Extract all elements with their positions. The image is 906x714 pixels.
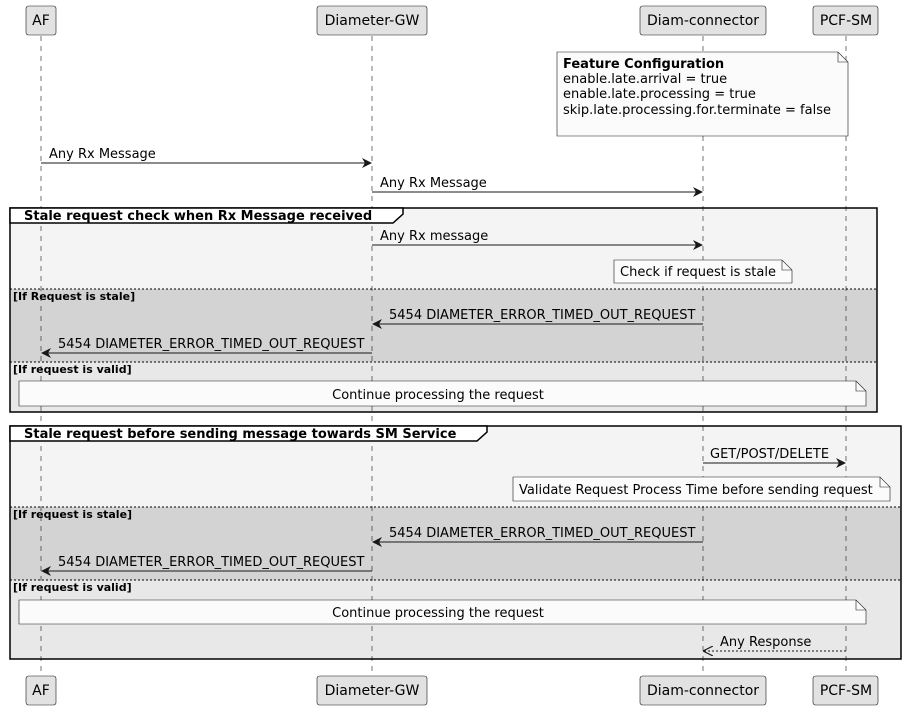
participant-diam-connector-top: Diam-connector [639, 5, 767, 36]
group-frame-1: Stale request check when Rx Message rece… [9, 207, 878, 413]
message-timeout-error-1: 5454 DIAMETER_ERROR_TIMED_OUT_REQUEST [372, 308, 703, 329]
message-timeout-error-2: 5454 DIAMETER_ERROR_TIMED_OUT_REQUEST [41, 337, 372, 358]
participant-label: PCF-SM [820, 13, 872, 29]
participant-label: Diameter-GW [325, 683, 420, 699]
note-feature-configuration: Feature Configuration enable.late.arriva… [556, 51, 849, 137]
guard-label: [If request is valid] [13, 363, 132, 376]
message-label: 5454 DIAMETER_ERROR_TIMED_OUT_REQUEST [389, 526, 695, 541]
note-validate-request: Validate Request Process Time before sen… [512, 476, 891, 502]
participant-pcf-sm-bottom: PCF-SM [812, 675, 879, 706]
participant-af-top: AF [25, 5, 57, 36]
message-timeout-error-3: 5454 DIAMETER_ERROR_TIMED_OUT_REQUEST [372, 526, 703, 547]
participant-label: Diam-connector [647, 13, 759, 29]
guard-label: [If Request is stale] [13, 290, 135, 303]
message-label: Any Rx Message [49, 147, 156, 162]
group-frame-2: Stale request before sending message tow… [9, 425, 902, 660]
participant-label: AF [32, 683, 50, 699]
participant-label: Diam-connector [647, 683, 759, 699]
note-check-stale: Check if request is stale [613, 259, 793, 284]
message-label: 5454 DIAMETER_ERROR_TIMED_OUT_REQUEST [58, 337, 364, 352]
participant-label: AF [32, 13, 50, 29]
message-any-rx-3: Any Rx message [372, 229, 703, 250]
note-text: Validate Request Process Time before sen… [519, 483, 873, 498]
note-text: Continue processing the request [332, 606, 544, 621]
note-continue-processing-2: Continue processing the request [18, 599, 867, 625]
note-title: Feature Configuration [563, 57, 724, 72]
participant-label: Diameter-GW [325, 13, 420, 29]
message-label: Any Response [720, 635, 811, 650]
message-any-rx-1: Any Rx Message [41, 147, 372, 168]
note-continue-processing-1: Continue processing the request [18, 380, 867, 407]
participant-label: PCF-SM [820, 683, 872, 699]
message-any-response: Any Response [704, 635, 846, 651]
message-label: 5454 DIAMETER_ERROR_TIMED_OUT_REQUEST [58, 555, 364, 570]
message-get-post-delete: GET/POST/DELETE [703, 447, 846, 468]
note-line: skip.late.processing.for.terminate = fal… [563, 103, 831, 118]
note-text: Check if request is stale [620, 265, 776, 280]
note-line: enable.late.processing = true [563, 87, 756, 102]
group-title: Stale request check when Rx Message rece… [24, 209, 372, 224]
message-any-rx-2: Any Rx Message [372, 176, 703, 197]
guard-label: [If request is stale] [13, 508, 132, 521]
participant-diam-connector-bottom: Diam-connector [639, 675, 767, 706]
participant-af-bottom: AF [25, 675, 57, 706]
group-title: Stale request before sending message tow… [24, 427, 457, 442]
note-line: enable.late.arrival = true [563, 72, 727, 87]
guard-label: [If request is valid] [13, 581, 132, 594]
participant-diameter-gw-top: Diameter-GW [316, 5, 428, 36]
participant-diameter-gw-bottom: Diameter-GW [316, 675, 428, 706]
message-label: Any Rx message [380, 229, 488, 244]
participant-pcf-sm-top: PCF-SM [812, 5, 879, 36]
message-timeout-error-4: 5454 DIAMETER_ERROR_TIMED_OUT_REQUEST [41, 555, 372, 576]
note-text: Continue processing the request [332, 388, 544, 403]
message-label: 5454 DIAMETER_ERROR_TIMED_OUT_REQUEST [389, 308, 695, 323]
message-label: GET/POST/DELETE [710, 447, 829, 462]
message-label: Any Rx Message [380, 176, 487, 191]
